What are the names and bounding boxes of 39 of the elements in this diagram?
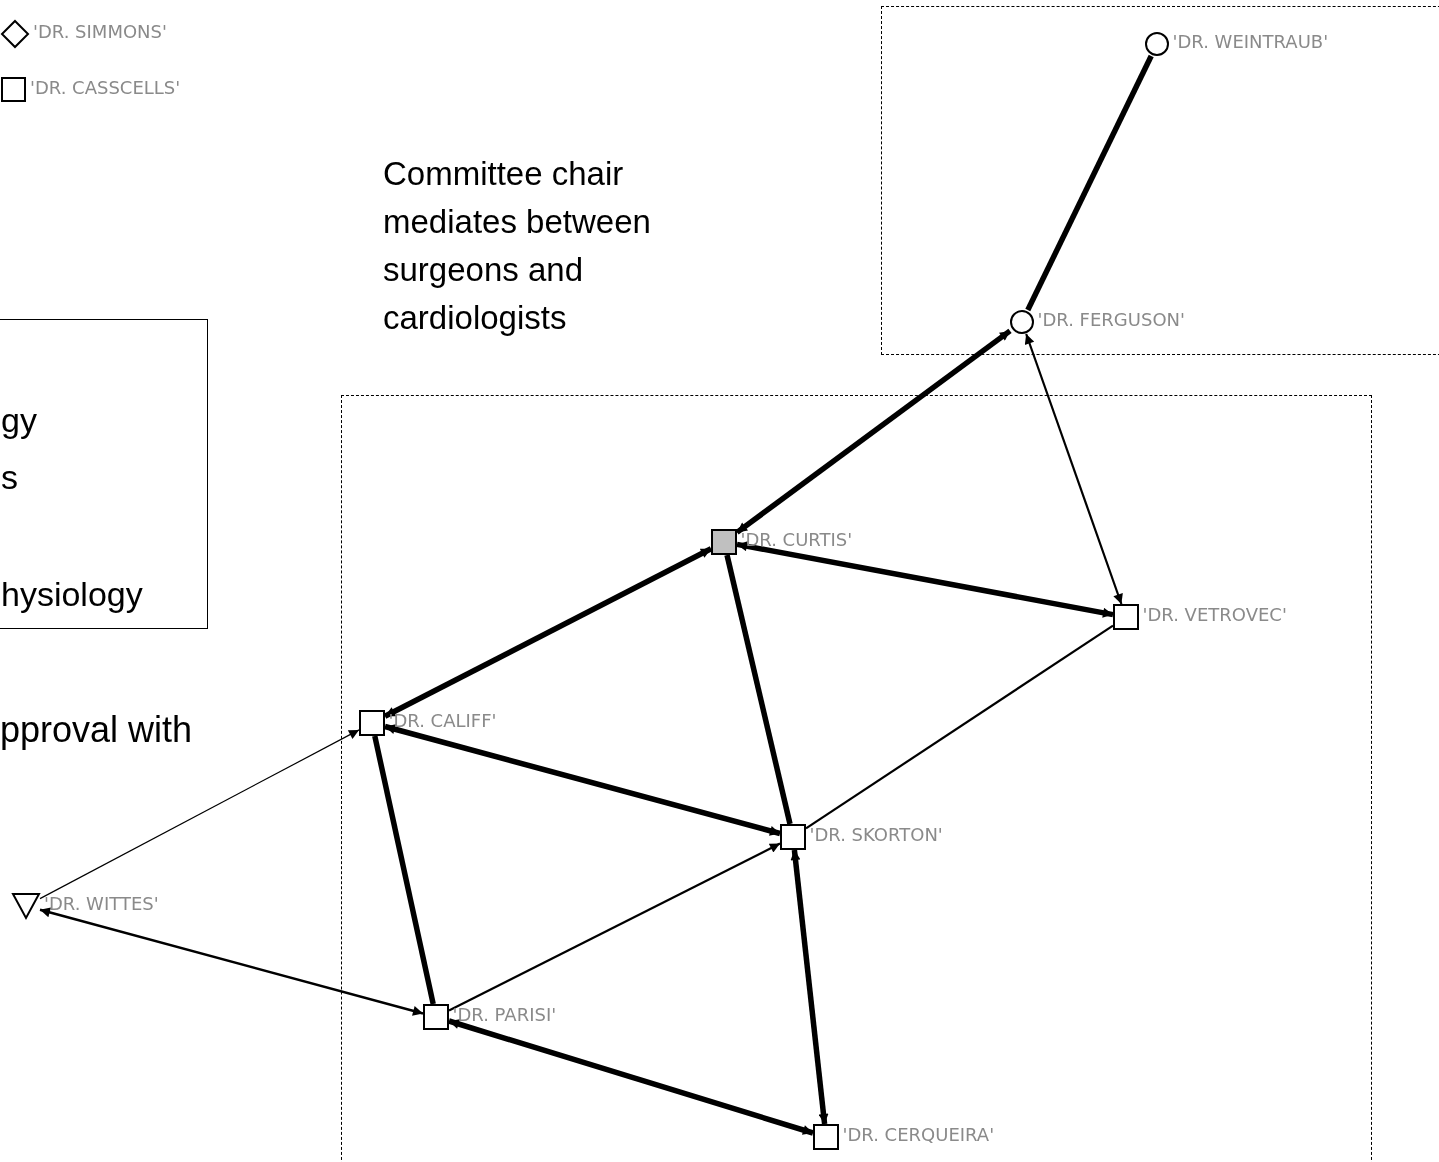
annotation-text: Committee chair mediates between surgeons and cardiologists (383, 154, 652, 338)
arrow (384, 723, 781, 837)
node-label: 'DR. FERGUSON' (1037, 309, 1185, 330)
arrow (735, 328, 1012, 535)
square-symbol (358, 709, 385, 736)
node-label: 'DR. PARISI' (452, 1004, 557, 1025)
arrow (448, 1018, 814, 1136)
node-label: 'DR. CURTIS' (740, 529, 853, 550)
arrow (736, 541, 1114, 618)
annotation-text: pproval with (0, 710, 194, 750)
node-label: 'DR. CERQUEIRA' (842, 1124, 995, 1145)
arrow (39, 907, 424, 1016)
square-symbol (779, 823, 806, 850)
diamond-symbol (1, 20, 29, 48)
arrow (1024, 333, 1123, 605)
node-label: 'DR. CALIFF' (388, 710, 497, 731)
legend-text: gy (1, 400, 37, 440)
arrow (39, 729, 360, 900)
square-symbol (1112, 603, 1139, 630)
arrow (448, 842, 781, 1012)
node-label: 'DR. WITTES' (44, 894, 159, 914)
legend-text: s (1, 457, 18, 497)
legend-text: hysiology (1, 574, 143, 614)
arrow (790, 849, 829, 1125)
node-label: 'DR. SKORTON' (809, 824, 943, 845)
circle-symbol (1009, 309, 1034, 334)
group-box (881, 6, 1439, 355)
legend-box (0, 319, 208, 629)
node-label: 'DR. SIMMONS' (33, 22, 167, 42)
square-symbol (710, 528, 737, 555)
node-label: 'DR. WEINTRAUB' (1172, 31, 1329, 52)
group-box (341, 395, 1372, 1162)
square-symbol (1, 77, 26, 102)
node-label: 'DR. CASSCELLS' (30, 77, 181, 98)
node-label: 'DR. VETROVEC' (1142, 604, 1287, 625)
square-symbol (422, 1003, 449, 1030)
square-symbol (812, 1123, 839, 1150)
triangle-symbol (12, 893, 40, 919)
circle-symbol (1144, 31, 1169, 56)
